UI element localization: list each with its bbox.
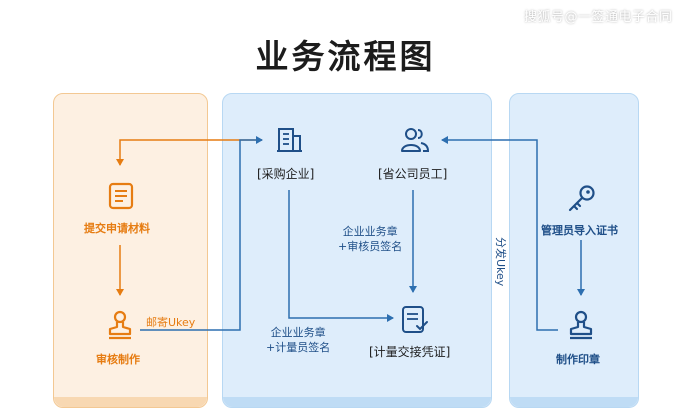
building-icon xyxy=(277,128,302,152)
node-provincial-staff: [省公司员工] xyxy=(378,167,448,181)
users-icon xyxy=(401,128,430,152)
panel-admin xyxy=(509,93,639,408)
edge-label-line: 企业业务章 xyxy=(342,225,398,238)
edge-purchaser-to-voucher xyxy=(288,190,394,322)
node-submit-materials: 提交申请材料 xyxy=(84,222,150,235)
stamp-icon xyxy=(569,310,593,340)
node-admin-import-cert: 管理员导入证书 xyxy=(541,224,618,237)
edge-label-line: 企业业务章 xyxy=(270,326,326,339)
watermark-text: 搜狐号@一签通电子合同 xyxy=(524,10,673,25)
edge-label-distribute-ukey: 分发Ukey xyxy=(494,237,507,287)
page-title: 业务流程图 xyxy=(255,37,436,76)
edge-purchaser-to-submit xyxy=(116,139,262,166)
edge-label-company-seal-reviewer: 企业业务章 +审核员签名 xyxy=(338,224,402,254)
panel-applicant xyxy=(53,93,208,408)
edge-label-mail-ukey: 邮寄Ukey xyxy=(146,316,196,329)
edge-label-line: +计量员签名 xyxy=(266,341,331,354)
edge-label-line: +审核员签名 xyxy=(338,240,403,253)
node-review-make: 审核制作 xyxy=(96,353,140,366)
document-list-icon xyxy=(108,182,134,210)
node-measurement-voucher: [计量交接凭证] xyxy=(369,345,451,359)
edge-review-to-purchaser xyxy=(140,136,263,331)
edge-label-company-seal-meter: 企业业务章 +计量员签名 xyxy=(266,325,330,355)
node-make-seal: 制作印章 xyxy=(556,353,600,366)
document-check-icon xyxy=(402,306,428,333)
stamp-icon xyxy=(108,310,132,340)
node-purchaser: [采购企业] xyxy=(257,167,315,181)
key-icon xyxy=(568,185,595,212)
edge-seal-to-staff xyxy=(441,136,558,331)
